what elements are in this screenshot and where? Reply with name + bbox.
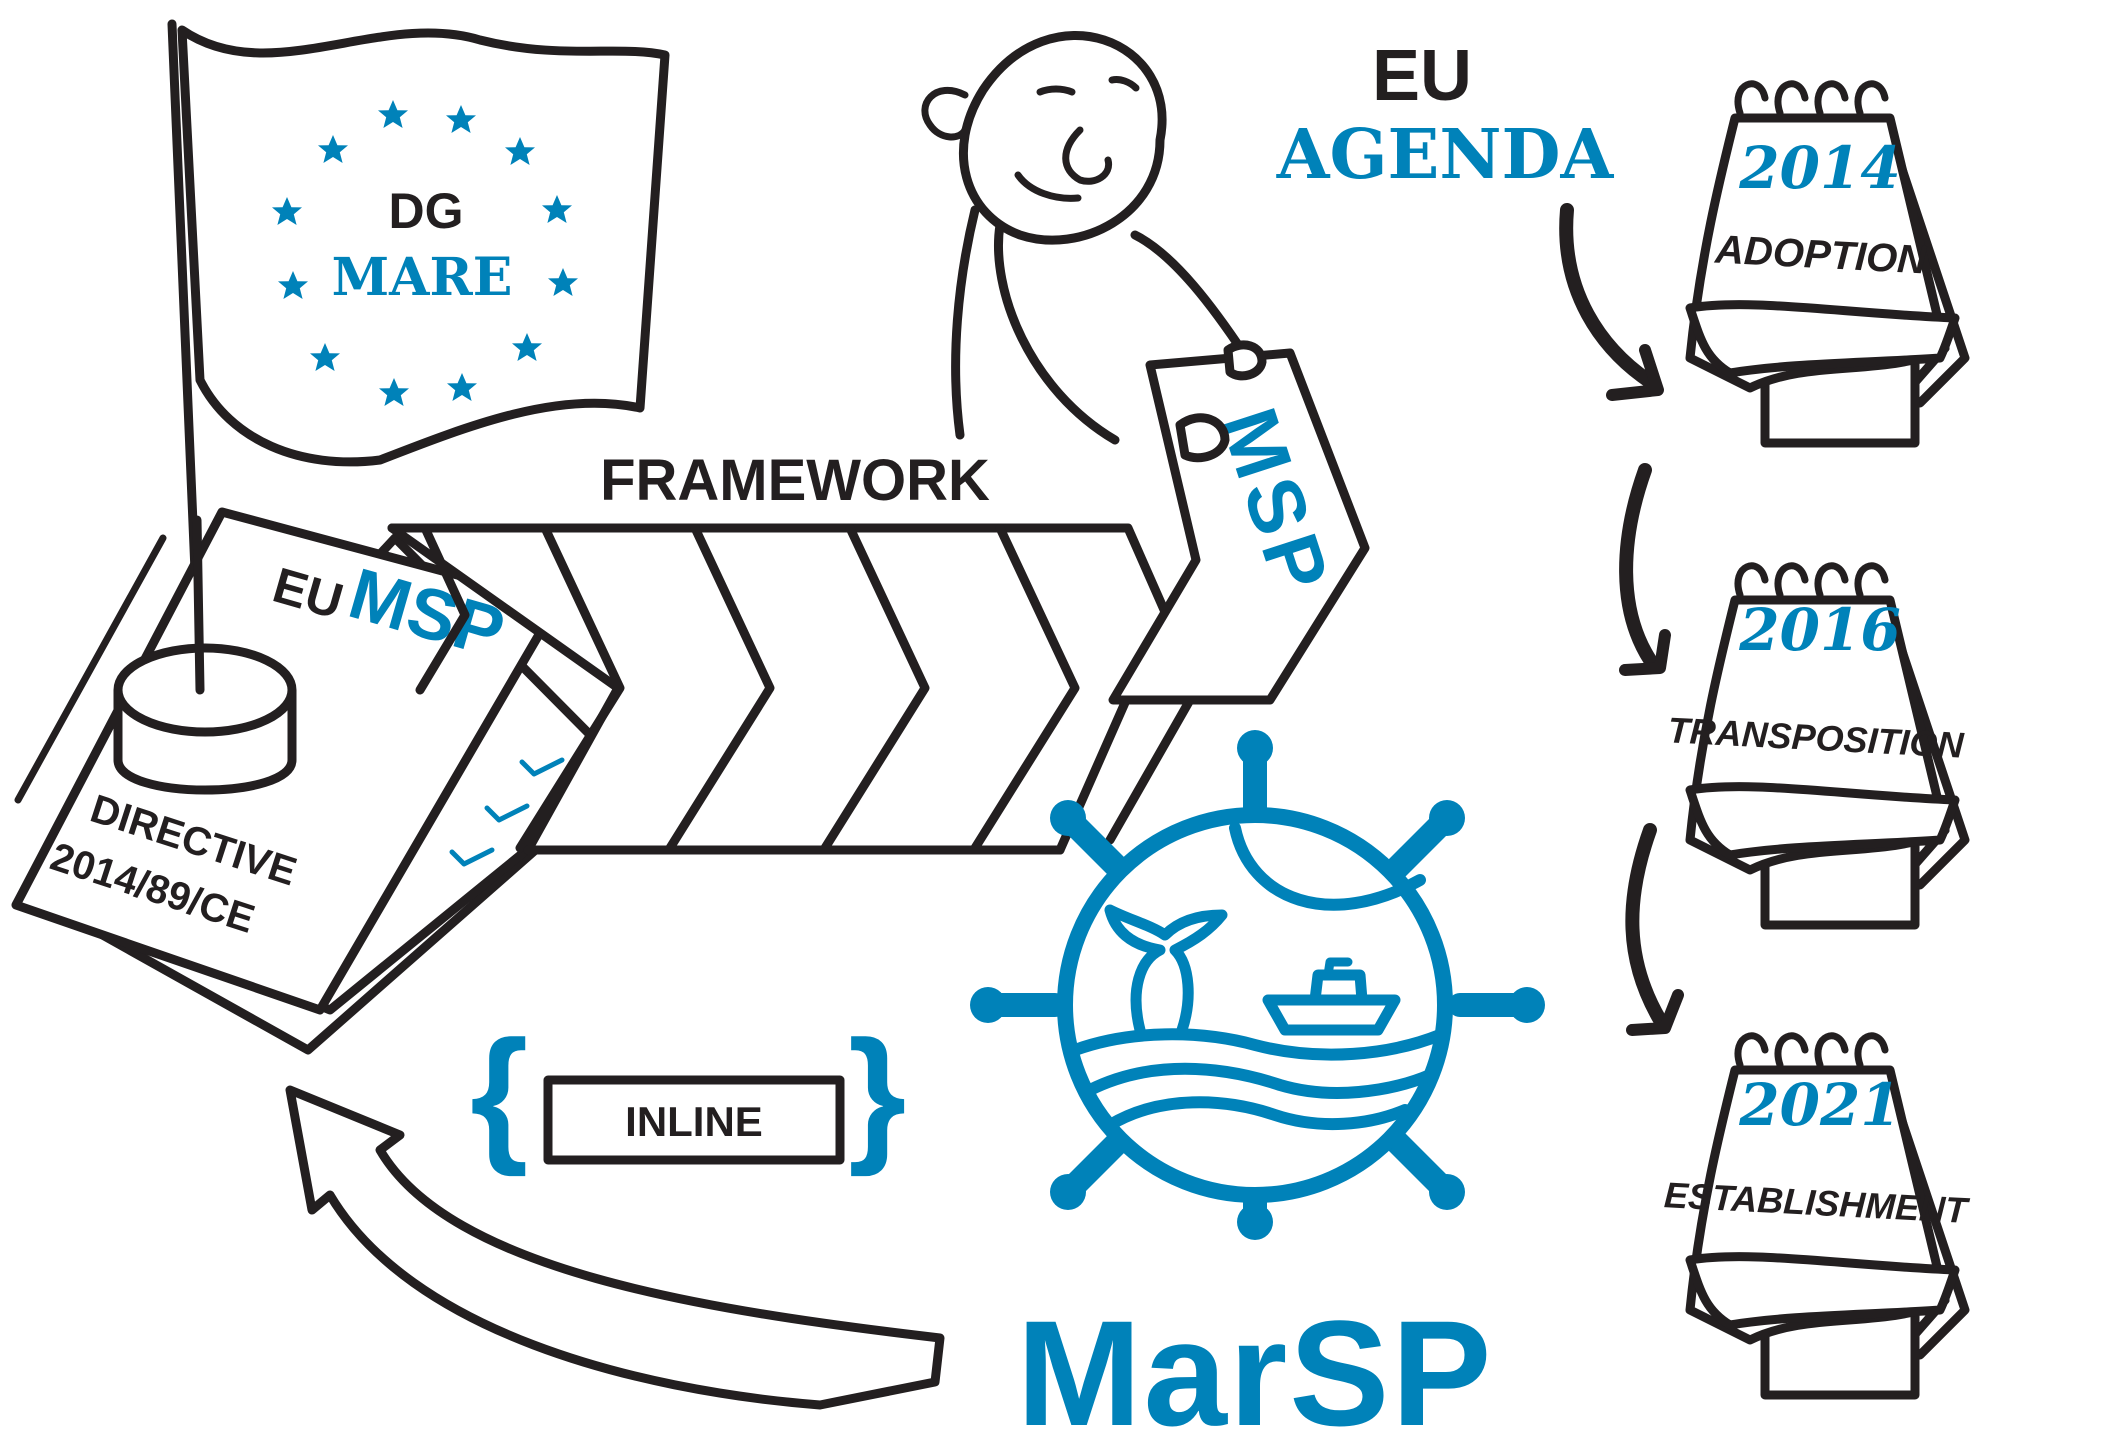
chevron-1: [387, 523, 470, 695]
inline-box: { } INLINE: [470, 1009, 906, 1177]
sign-pole: [1105, 695, 1195, 845]
person-ear: [921, 86, 969, 141]
msp-sign-icon: MSP: [1105, 340, 1370, 845]
logo-name: MarSP: [1017, 1289, 1494, 1447]
calendar-icon: 2021 ESTABLISHMENT: [1663, 1032, 1971, 1400]
flag-base-icon: [113, 515, 297, 795]
right-brace: }: [848, 1009, 906, 1177]
person-body: [994, 220, 1120, 445]
person-mouth: [1014, 171, 1082, 202]
person-nose: [1062, 126, 1113, 185]
framework-label: FRAMEWORK: [600, 448, 990, 513]
flag-line1: DG: [389, 183, 464, 239]
calendar-year: 2021: [1738, 1071, 1900, 1139]
checkmark-icon: [484, 803, 530, 823]
calendar-year: 2016: [1738, 596, 1900, 664]
framework-chevrons: FRAMEWORK: [387, 448, 1170, 855]
person-arm-left: [951, 205, 980, 440]
inline-rect: [543, 1075, 845, 1165]
calendar-icon: 2014 ADOPTION: [1685, 80, 1970, 448]
down-arrow-icon: [1625, 823, 1684, 1036]
chevron-5: [970, 523, 1080, 853]
chevron-4: [820, 523, 930, 853]
inline-label: INLINE: [625, 1098, 763, 1145]
person-arm-right: [1130, 230, 1250, 360]
curved-arrow-icon: [285, 1085, 945, 1410]
flag-cloth: [177, 25, 670, 467]
whale-tail-icon: [1104, 904, 1228, 1036]
down-arrow-icon: [1559, 203, 1664, 401]
agenda-line1: EU: [1372, 36, 1472, 116]
checkmark-icon: [519, 757, 565, 777]
document-edge-line: [14, 534, 167, 804]
person-brow: [1108, 76, 1140, 92]
checkmark-icon: [449, 847, 495, 867]
calendar-year: 2014: [1738, 134, 1900, 202]
person-head: [958, 31, 1167, 245]
person-icon: [921, 31, 1250, 445]
agenda-line2: AGENDA: [1276, 115, 1615, 195]
person-brow: [1036, 85, 1076, 96]
ship-wheel-logo-icon: [970, 730, 1545, 1240]
chevron-2: [515, 523, 625, 853]
down-arrow-icon: [1619, 463, 1671, 676]
person-hand: [1175, 413, 1230, 463]
calendar-icon: 2016 TRANSPOSITION: [1667, 562, 1970, 930]
sign-board: [1108, 348, 1370, 705]
person-hand: [1223, 340, 1267, 381]
left-brace: {: [470, 1009, 528, 1177]
agenda-title: EU AGENDA: [1276, 36, 1615, 195]
flag-line2: MARE: [332, 247, 513, 308]
ship-icon: [1262, 957, 1401, 1036]
chevron-3: [665, 523, 775, 853]
